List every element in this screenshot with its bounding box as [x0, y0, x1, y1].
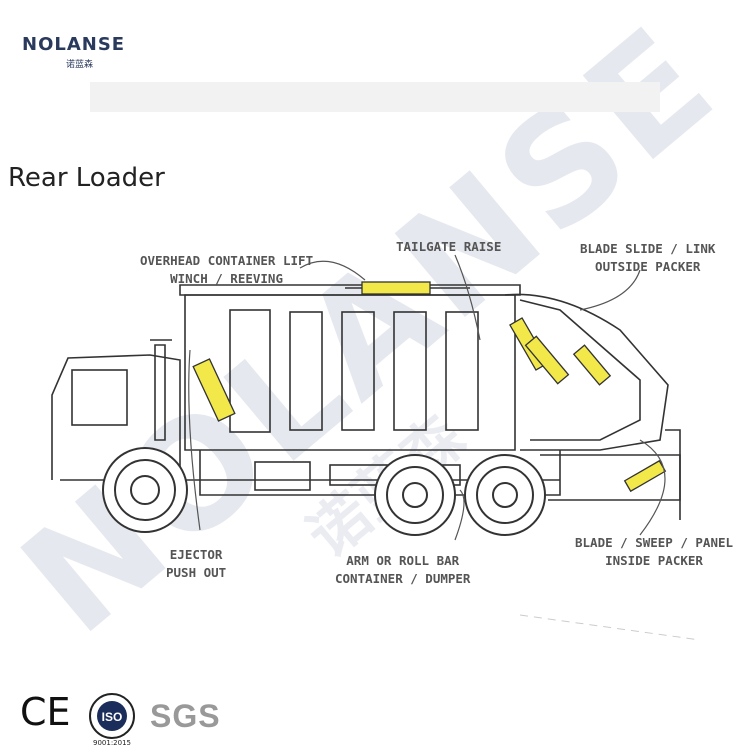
leader-lines [188, 254, 666, 541]
logo-subtext: 诺蓝森 [66, 60, 94, 70]
wheels [102, 447, 546, 536]
cylinder-blade-3 [572, 344, 612, 386]
rear-wheel-2 [464, 454, 546, 536]
header-smudge [90, 82, 660, 112]
iso-number: 9001:2015 [93, 739, 131, 747]
brand-logo: NOLANSE 诺蓝森 [22, 30, 142, 70]
cylinder-sweep [623, 459, 667, 493]
cylinders [192, 281, 667, 493]
label-tailgate: TAILGATE RAISE [396, 239, 502, 254]
rear-wheel-1 [374, 454, 456, 536]
sgs-mark: SGS [150, 698, 221, 734]
cylinder-blade-2 [524, 335, 570, 385]
page-title: Rear Loader [8, 163, 165, 193]
front-wheel [102, 447, 188, 533]
iso-label: ISO [102, 710, 123, 724]
logo-text: NOLANSE [22, 34, 126, 55]
dash-line [519, 614, 701, 641]
iso-seal: ISO 9001:2015 [89, 693, 135, 747]
cylinder-tailgate [361, 281, 431, 295]
cylinder-ejector [192, 358, 236, 422]
ce-mark: CE [20, 690, 71, 734]
